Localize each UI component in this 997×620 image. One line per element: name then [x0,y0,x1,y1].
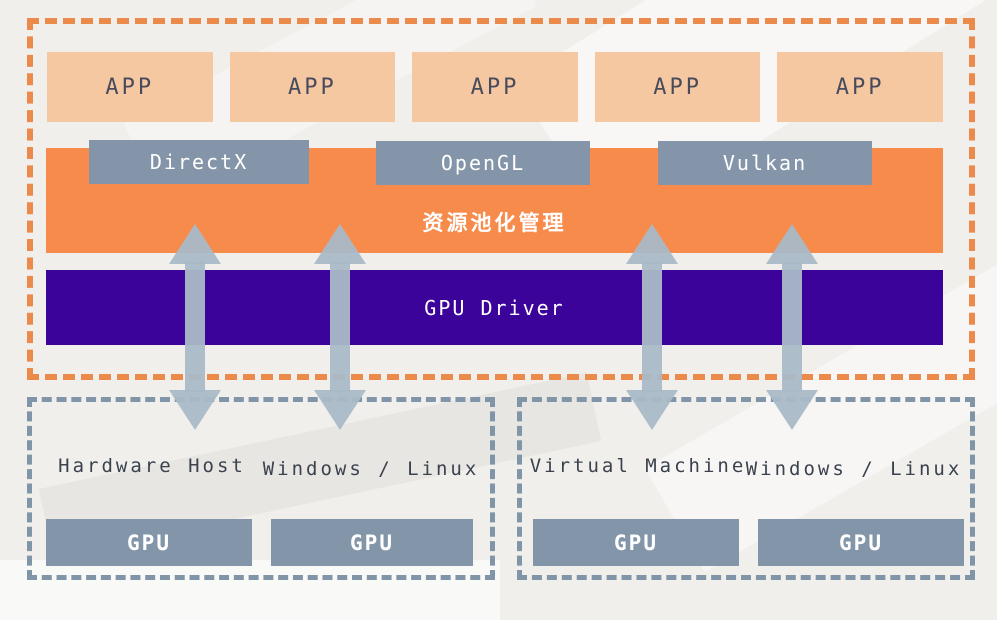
api-box-opengl: OpenGL [376,141,590,185]
arrow-up-icon [766,224,818,264]
arrow-up-icon [626,224,678,264]
hardware-host-frame [27,397,495,580]
arrow-up-icon [169,224,221,264]
gpu-box: GPU [46,519,252,566]
arrow-shaft [782,262,802,392]
arrow-shaft [642,262,662,392]
arrow-down-icon [314,390,366,430]
arrow-shaft [330,262,350,392]
app-box: APP [594,52,761,122]
virtual-machine-os-label: Windows / Linux [745,458,963,480]
bidirectional-arrow [626,224,678,430]
app-box: APP [229,52,396,122]
resource-pooling-label: 资源池化管理 [422,211,567,235]
app-box: APP [47,52,213,122]
gpu-box: GPU [758,519,964,566]
gpu-pooling-frame [27,18,975,380]
bidirectional-arrow [766,224,818,430]
gpu-box: GPU [271,519,473,566]
arrow-down-icon [766,390,818,430]
app-box: APP [777,52,943,122]
arrow-down-icon [626,390,678,430]
arrow-down-icon [169,390,221,430]
virtual-machine-title: Virtual Machine [529,455,747,477]
app-box: APP [412,52,578,122]
arrow-shaft [185,262,205,392]
gpu-box: GPU [533,519,739,566]
hardware-host-os-label: Windows / Linux [262,458,480,480]
api-box-vulkan: Vulkan [658,141,872,185]
virtual-machine-frame [517,397,975,580]
bidirectional-arrow [169,224,221,430]
arrow-up-icon [314,224,366,264]
app-row: APP APP APP APP APP [47,52,943,122]
hardware-host-title: Hardware Host [58,455,246,477]
bidirectional-arrow [314,224,366,430]
api-box-directx: DirectX [89,140,309,184]
